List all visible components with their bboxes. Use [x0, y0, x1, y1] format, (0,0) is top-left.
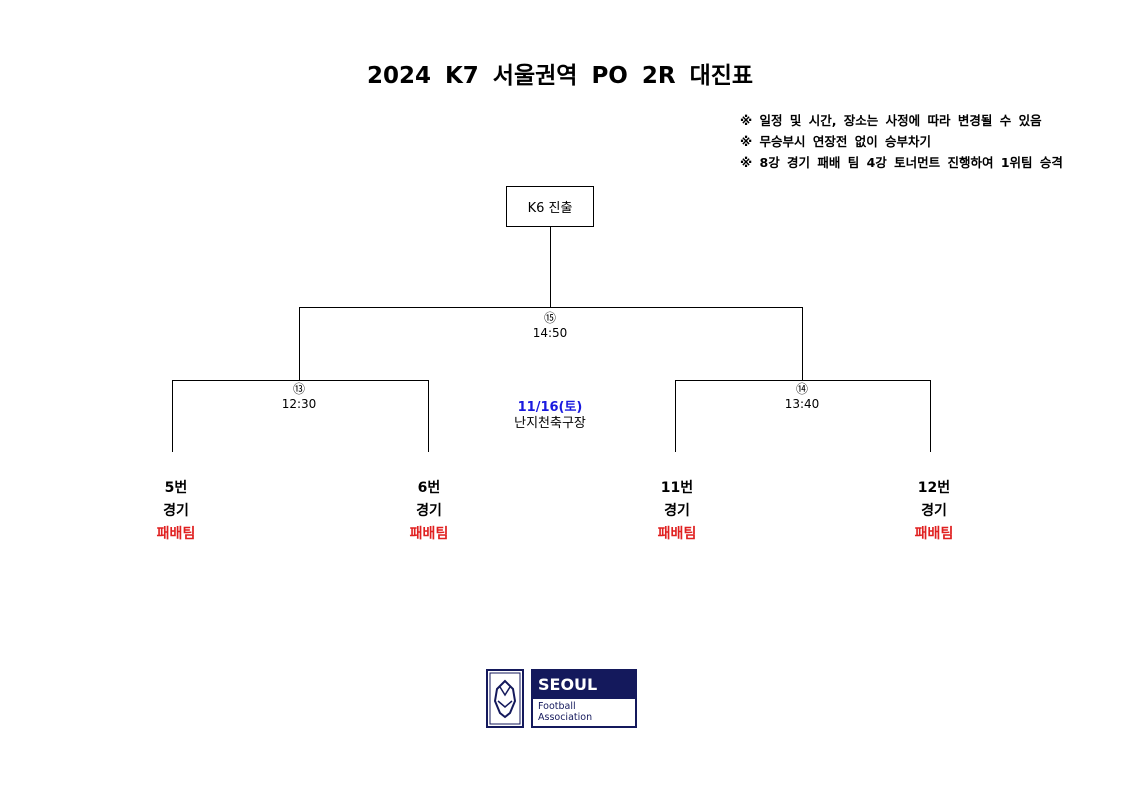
- team-line: 5번: [164, 480, 188, 496]
- team-line: 11번: [660, 480, 694, 496]
- match-number: ⑭: [795, 382, 808, 396]
- match-14: ⑭ 13:40: [785, 382, 820, 412]
- team-line: 경기: [921, 503, 947, 519]
- team-line: 12번: [917, 480, 951, 496]
- venue: 난지천축구장: [514, 416, 586, 431]
- logo-sub: Football: [538, 701, 576, 712]
- team-line: 경기: [664, 503, 690, 519]
- bracket-line: [675, 380, 931, 381]
- match-13: ⑬ 12:30: [282, 382, 317, 412]
- match-time: 12:30: [281, 397, 317, 411]
- note: ※ 8강 경기 패배 팀 4강 토너먼트 진행하여 1위팀 승격: [740, 155, 1063, 170]
- notes: ※ 일정 및 시간, 장소는 사정에 따라 변경될 수 있음 ※ 무승부시 연장…: [740, 110, 1063, 173]
- bracket-line: [299, 307, 803, 308]
- final-box: K6 진출: [506, 186, 594, 227]
- team-result: 패배팀: [156, 526, 196, 542]
- team-result: 패배팀: [657, 526, 697, 542]
- match-date: 11/16(토): [517, 400, 583, 415]
- match-number: ⑬: [292, 382, 305, 396]
- bracket-line: [930, 380, 931, 452]
- team-result: 패배팀: [409, 526, 449, 542]
- bracket-line: [299, 307, 300, 380]
- logo-sub: Association: [538, 712, 593, 723]
- team-line: 경기: [416, 503, 442, 519]
- match-15: ⑮ 14:50: [533, 311, 568, 341]
- team-line: 6번: [417, 480, 441, 496]
- bracket-line: [172, 380, 173, 452]
- note: ※ 무승부시 연장전 없이 승부차기: [740, 134, 932, 149]
- note: ※ 일정 및 시간, 장소는 사정에 따라 변경될 수 있음: [740, 113, 1042, 128]
- team-result: 패배팀: [914, 526, 954, 542]
- venue-info: 11/16(토) 난지천축구장: [514, 400, 586, 432]
- team-line: 경기: [163, 503, 189, 519]
- bracket-line: [802, 307, 803, 380]
- match-time: 14:50: [532, 326, 568, 340]
- final-label: K6 진출: [527, 201, 573, 216]
- page-title: 2024 K7 서울권역 PO 2R 대진표: [366, 63, 754, 89]
- bracket-line: [675, 380, 676, 452]
- bracket-line: [172, 380, 429, 381]
- tiger-emblem-icon: [486, 669, 524, 728]
- logo-name: SEOUL: [533, 671, 635, 699]
- match-time: 13:40: [784, 397, 820, 411]
- bracket-line: [428, 380, 429, 452]
- match-number: ⑮: [543, 311, 556, 325]
- bracket-line: [550, 226, 551, 307]
